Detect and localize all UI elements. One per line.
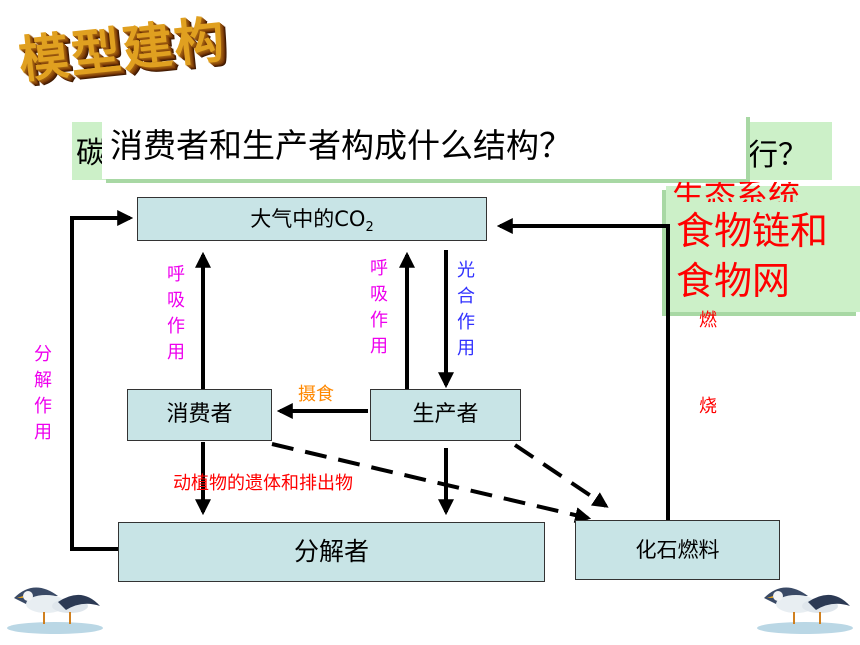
label-char: 解 [34,370,52,391]
node-decomposer-text: 分解者 [293,537,369,566]
arrow-burning [496,218,670,520]
label-char: 作 [370,310,388,331]
label-char: 吸 [167,290,185,311]
label-char: 用 [457,338,475,359]
node-producer-text: 生产者 [412,402,479,427]
label-burning-1: 燃 [699,310,717,331]
label-ingestion: 摄食 [298,384,334,405]
node-atmosphere: 大气中的CO2 [137,197,487,241]
label-char: 呼 [370,258,388,279]
answer-hidden-top-text: 生态系统 [672,182,801,202]
node-decomposer: 分解者 [118,522,545,582]
seagull-left-image [7,587,103,634]
node-atmosphere-text: 大气中的CO [250,207,366,231]
arrow-consumer-to-fossil [271,442,592,523]
label-char: 分 [34,344,52,365]
label-char: 吸 [370,284,388,305]
answer-hidden-top: 生态系统 [672,182,852,202]
label-burning-2: 烧 [699,396,717,417]
answer-line-1: 食物链和 [676,209,829,253]
label-char: 合 [457,286,475,307]
label-remains: 动植物的遗体和排出物 [173,473,353,494]
hidden-line-start: 碳 [76,136,106,171]
label-char: 用 [370,336,388,357]
label-producer-respiration: 呼 吸 作 用 [369,256,389,360]
question-box: 消费者和生产者构成什么结构？ [102,113,746,179]
label-photosynthesis: 光 合 作 用 [456,258,476,362]
seagull-right-image [757,587,853,634]
label-char: 作 [457,312,475,333]
arrow-producer-to-fossil [513,443,609,508]
node-atmosphere-subscript: 2 [365,220,374,236]
label-char: 用 [34,422,52,443]
label-consumer-respiration: 呼 吸 作 用 [166,262,186,366]
node-producer: 生产者 [370,389,521,441]
label-char: 作 [167,316,185,337]
label-char: 光 [457,260,475,281]
label-char: 呼 [167,264,185,285]
node-consumer-text: 消费者 [166,402,233,427]
answer-box: 生态系统 食物链和 食物网 [666,182,860,312]
node-fossil-fuel-text: 化石燃料 [635,538,720,562]
label-char: 用 [167,342,185,363]
node-fossil-fuel: 化石燃料 [575,520,780,580]
label-char: 作 [34,396,52,417]
node-consumer: 消费者 [127,389,272,441]
answer-line-2: 食物网 [676,259,791,303]
question-text: 消费者和生产者构成什么结构？ [110,126,572,165]
hidden-line-end: 行？ [748,138,808,173]
arrow-decomposition [70,210,134,551]
label-decomposition: 分 解 作 用 [33,342,53,446]
